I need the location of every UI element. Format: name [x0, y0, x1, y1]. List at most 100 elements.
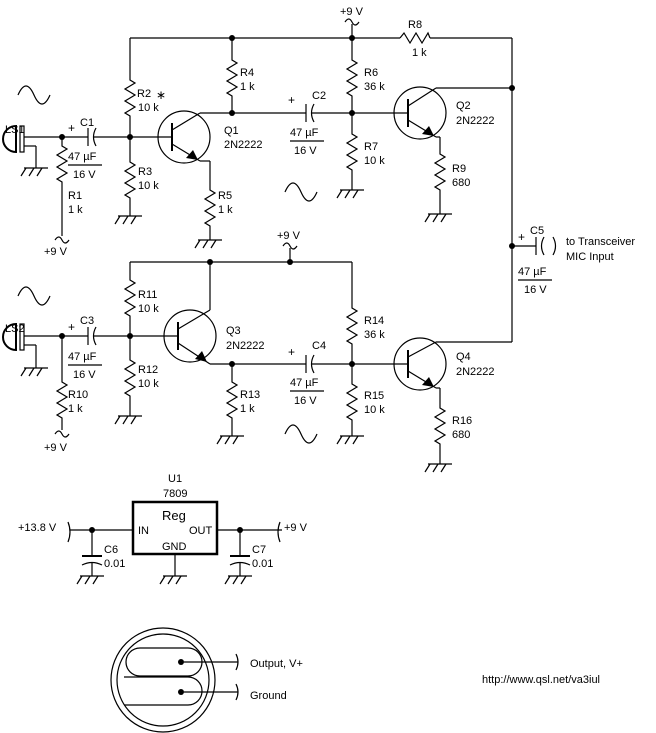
c2-capacitor: + C2 47 µF 16 V — [232, 90, 352, 157]
r8-resistor: R8 1 k — [399, 19, 431, 59]
r14-val: 36 k — [364, 329, 385, 341]
c5-val: 47 µF — [518, 266, 547, 278]
q4-transistor: Q4 2N2222 — [352, 337, 512, 391]
c3-capacitor: + C3 47 µF 16 V — [68, 315, 130, 381]
r14-ref: R14 — [364, 315, 384, 327]
q2-part: 2N2222 — [456, 115, 495, 127]
ls2-speaker: LS2 — [2, 286, 70, 377]
c5-volt: 16 V — [524, 284, 547, 296]
u1-part: 7809 — [163, 488, 187, 500]
mid-rail: +9 V — [130, 230, 352, 265]
r13-ref: R13 — [240, 389, 260, 401]
vout-label: +9 V — [284, 522, 308, 534]
c7-val: 0.01 — [252, 558, 273, 570]
svg-text:+: + — [518, 230, 525, 244]
jack-output-label: Output, V+ — [250, 658, 303, 670]
q1-transistor: Q1 2N2222 — [130, 110, 263, 164]
c3-ref: C3 — [80, 315, 94, 327]
supply-top-label: +9 V — [340, 6, 364, 38]
r8-ref: R8 — [408, 19, 422, 31]
r9-ref: R9 — [452, 163, 466, 175]
c2-ref: C2 — [312, 90, 326, 102]
c1-capacitor: + C1 47 µF 16 V — [68, 117, 130, 181]
q4-ref: Q4 — [456, 351, 471, 363]
r4-ref: R4 — [240, 67, 254, 79]
r11-ref: R11 — [138, 289, 157, 301]
svg-text:+: + — [68, 320, 75, 334]
r10-ref: R10 — [68, 389, 88, 401]
source-url: http://www.qsl.net/va3iul — [482, 674, 600, 686]
c4-volt: 16 V — [294, 395, 317, 407]
u1-regulator: U1 7809 Reg IN OUT GND — [131, 473, 219, 585]
u1-out: OUT — [189, 525, 213, 537]
c3-val: 47 µF — [68, 351, 97, 363]
r8-val: 1 k — [412, 47, 427, 59]
q3-part: 2N2222 — [226, 340, 265, 352]
ls1-speaker: LS1 — [2, 85, 70, 177]
r16-val: 680 — [452, 429, 470, 441]
svg-text:+: + — [68, 121, 75, 135]
svg-text:+: + — [288, 93, 295, 107]
c7-capacitor: C7 0.01 — [224, 530, 273, 585]
r2-ref: R2 — [137, 88, 151, 100]
c4-val: 47 µF — [290, 377, 319, 389]
r9-val: 680 — [452, 177, 470, 189]
c7-ref: C7 — [252, 544, 266, 556]
u1-in: IN — [138, 525, 149, 537]
r2-star: ∗ — [156, 88, 166, 102]
r2-val: 10 k — [138, 102, 159, 114]
r3-val: 10 k — [138, 180, 159, 192]
r5-val: 1 k — [218, 204, 233, 216]
q1-part: 2N2222 — [224, 139, 263, 151]
c5-ref: C5 — [530, 225, 544, 237]
c2-val: 47 µF — [290, 127, 319, 139]
r7-val: 10 k — [364, 155, 385, 167]
mic-jack-diagram: Output, V+ Ground — [110, 627, 303, 733]
svg-text:+: + — [288, 345, 295, 359]
r6-val: 36 k — [364, 81, 385, 93]
r10-val: 1 k — [68, 403, 83, 415]
c2-volt: 16 V — [294, 145, 317, 157]
r12-val: 10 k — [138, 378, 159, 390]
r15-val: 10 k — [364, 404, 385, 416]
u1-ref: U1 — [168, 473, 182, 485]
r1-supply-label: +9 V — [44, 246, 68, 258]
stage2-waveform — [284, 424, 318, 444]
r16-ref: R16 — [452, 415, 472, 427]
c6-val: 0.01 — [104, 558, 125, 570]
r1-val: 1 k — [68, 204, 83, 216]
c3-volt: 16 V — [73, 369, 96, 381]
output-label-1: to Transceiver — [566, 236, 635, 248]
r12-ref: R12 — [138, 364, 158, 376]
r10-supply-label: +9 V — [44, 442, 68, 454]
ls2-label: LS2 — [5, 323, 25, 335]
c1-val: 47 µF — [68, 151, 97, 163]
u1-gnd: GND — [162, 541, 187, 553]
q1-ref: Q1 — [224, 125, 239, 137]
r11-val: 10 k — [138, 303, 159, 315]
supply-top-text: +9 V — [340, 6, 364, 18]
r7-ref: R7 — [364, 141, 378, 153]
u1-body: Reg — [162, 508, 186, 523]
q3-ref: Q3 — [226, 325, 241, 337]
c6-capacitor: C6 0.01 — [76, 530, 125, 585]
c4-capacitor: + C4 47 µF 16 V — [232, 340, 352, 407]
c5-capacitor: + C5 47 µF 16 V to Transceiver MIC Input — [512, 225, 635, 296]
q2-ref: Q2 — [456, 100, 471, 112]
ls1-label: LS1 — [5, 124, 25, 136]
q3-transistor: Q3 2N2222 — [130, 262, 265, 365]
q4-part: 2N2222 — [456, 366, 495, 378]
r13-val: 1 k — [240, 403, 255, 415]
output-label-2: MIC Input — [566, 251, 614, 263]
c6-ref: C6 — [104, 544, 118, 556]
r5-ref: R5 — [218, 190, 232, 202]
q2-transistor: Q2 2N2222 — [352, 86, 512, 140]
r6-ref: R6 — [364, 67, 378, 79]
stage1-waveform — [284, 182, 318, 202]
r1-ref: R1 — [68, 190, 82, 202]
r4-val: 1 k — [240, 81, 255, 93]
c1-volt: 16 V — [73, 169, 96, 181]
c1-ref: C1 — [80, 117, 94, 129]
jack-ground-label: Ground — [250, 690, 287, 702]
